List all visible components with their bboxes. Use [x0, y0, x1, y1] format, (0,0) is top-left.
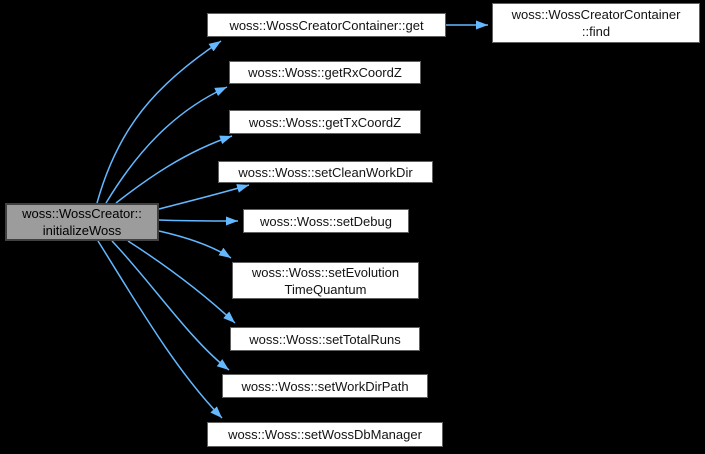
- edge-initializewoss-to-settotalruns: [127, 240, 236, 324]
- node-get[interactable]: woss::WossCreatorContainer::get: [207, 13, 446, 37]
- node-settotalruns[interactable]: woss::Woss::setTotalRuns: [230, 327, 420, 351]
- edge-initializewoss-to-setwossdbmanager: [97, 240, 223, 419]
- node-setevolutiontimequantum[interactable]: woss::Woss::setEvolution TimeQuantum: [232, 262, 419, 299]
- node-initializewoss[interactable]: woss::WossCreator:: initializeWoss: [5, 203, 159, 241]
- edge-initializewoss-to-setcleanworkdir: [158, 184, 250, 210]
- node-gettxcoordz[interactable]: woss::Woss::getTxCoordZ: [229, 110, 421, 134]
- edge-initializewoss-to-setworkdirpath: [111, 240, 230, 371]
- node-find[interactable]: woss::WossCreatorContainer ::find: [492, 3, 700, 43]
- node-setdebug[interactable]: woss::Woss::setDebug: [243, 209, 409, 233]
- edge-initializewoss-to-setevolutiontimequantum: [158, 230, 232, 259]
- node-setcleanworkdir[interactable]: woss::Woss::setCleanWorkDir: [218, 161, 433, 183]
- edge-initializewoss-to-get: [96, 40, 222, 204]
- node-setworkdirpath[interactable]: woss::Woss::setWorkDirPath: [222, 374, 428, 398]
- node-setwossdbmanager[interactable]: woss::Woss::setWossDbManager: [207, 422, 443, 447]
- edge-initializewoss-to-gettxcoordz: [115, 135, 233, 204]
- edge-initializewoss-to-setdebug: [158, 216, 239, 226]
- edge-initializewoss-to-getrxcoordz: [105, 86, 228, 204]
- node-getrxcoordz[interactable]: woss::Woss::getRxCoordZ: [229, 61, 421, 84]
